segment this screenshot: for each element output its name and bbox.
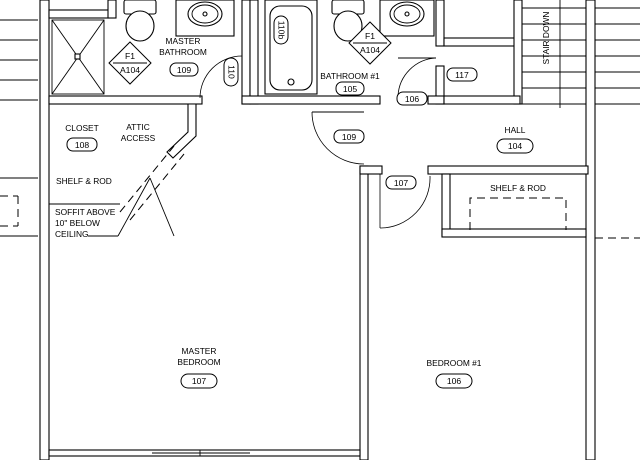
- svg-text:105: 105: [343, 84, 358, 94]
- door-tag-110: 110: [223, 57, 239, 87]
- wall-closet-angled: [166, 103, 197, 159]
- sink-master: [175, 0, 235, 37]
- svg-text:F1: F1: [125, 51, 135, 61]
- wall-closet2-left: [441, 173, 451, 237]
- bathtub: [264, 0, 318, 95]
- wall-bath1-bottom-right: [427, 95, 445, 105]
- wall-bath1-left: [249, 0, 259, 105]
- door-tag-109: 109: [333, 129, 365, 144]
- svg-text:10" BELOW: 10" BELOW: [55, 218, 100, 228]
- room-tag-master-bedroom: MASTER BEDROOM 107: [177, 346, 221, 389]
- room-tag-hall: HALL 104: [496, 125, 534, 154]
- wall-bedroom1-top: [427, 165, 589, 175]
- svg-text:BEDROOM: BEDROOM: [177, 357, 220, 367]
- svg-text:MASTER: MASTER: [166, 36, 201, 46]
- wall-left-exterior: [39, 0, 50, 460]
- wall-master-bath-right: [241, 0, 251, 105]
- wall-shower-top: [48, 9, 110, 19]
- wall-117-bottom: [443, 95, 521, 105]
- window-bottom: [152, 449, 250, 457]
- svg-text:A104: A104: [360, 45, 380, 55]
- stair-treads-left-lower: [0, 177, 38, 237]
- svg-text:F1: F1: [365, 31, 375, 41]
- svg-text:HALL: HALL: [505, 125, 526, 135]
- stair-treads-right: [520, 0, 640, 108]
- wall-117-top: [443, 37, 517, 47]
- svg-text:108: 108: [75, 140, 90, 150]
- svg-text:SOFFIT ABOVE: SOFFIT ABOVE: [55, 207, 116, 217]
- wall-shower-right: [107, 0, 117, 19]
- note-shelf-rod-bedroom: SHELF & ROD: [490, 183, 546, 193]
- door-106-swing: [397, 57, 437, 97]
- wall-bath-bottom-center: [241, 95, 381, 105]
- door-109-swing: [311, 111, 365, 165]
- svg-text:104: 104: [508, 141, 523, 151]
- shower-stall: [51, 19, 105, 95]
- svg-text:106: 106: [447, 376, 462, 386]
- dashed-opening-left: [0, 195, 19, 227]
- soffit-leader: [88, 177, 175, 237]
- wall-right-exterior: [585, 0, 596, 460]
- closet-rod-bedroom1: [469, 197, 567, 230]
- door-110-swing: [199, 55, 243, 99]
- toilet-bath1: [331, 0, 365, 42]
- svg-text:BEDROOM #1: BEDROOM #1: [427, 358, 482, 368]
- room-tag-bedroom-1: BEDROOM #1 106: [427, 358, 482, 389]
- svg-text:106: 106: [405, 94, 420, 104]
- stair-treads-left: [0, 19, 38, 101]
- svg-text:MASTER: MASTER: [182, 346, 217, 356]
- svg-text:ATTIC: ATTIC: [126, 122, 150, 132]
- wall-closet2-bottom: [441, 228, 587, 238]
- door-107-swing: [379, 174, 431, 229]
- svg-text:110b: 110b: [277, 21, 287, 40]
- door-tag-107: 107: [385, 175, 417, 190]
- closet-rod-108: [119, 145, 185, 221]
- svg-text:109: 109: [177, 65, 192, 75]
- room-tag-bathroom-1: BATHROOM #1 105: [320, 71, 380, 96]
- svg-text:A104: A104: [120, 65, 140, 75]
- wall-117-right: [513, 0, 523, 105]
- detail-marker-left: F1 A104: [108, 41, 152, 85]
- svg-text:110: 110: [227, 65, 237, 79]
- svg-text:117: 117: [455, 70, 469, 80]
- svg-text:BATHROOM #1: BATHROOM #1: [320, 71, 380, 81]
- wall-bath-bottom-left: [48, 95, 203, 105]
- svg-text:ACCESS: ACCESS: [121, 133, 156, 143]
- svg-text:BATHROOM: BATHROOM: [159, 47, 207, 57]
- note-shelf-rod-closet: SHELF & ROD: [56, 176, 112, 186]
- door-tag-110b: 110b: [273, 15, 289, 45]
- wall-bath1-right: [435, 0, 445, 47]
- svg-text:CEILING: CEILING: [55, 229, 89, 239]
- attic-access-label: ATTIC ACCESS: [121, 122, 156, 143]
- note-soffit: SOFFIT ABOVE 10" BELOW CEILING: [55, 207, 116, 239]
- svg-text:107: 107: [394, 178, 409, 188]
- detail-marker-right: F1 A104: [348, 21, 392, 65]
- toilet-master: [123, 0, 157, 42]
- door-tag-117: 117: [446, 67, 478, 82]
- svg-text:CLOSET: CLOSET: [65, 123, 99, 133]
- room-tag-master-bathroom: MASTER BATHROOM 109: [159, 36, 207, 77]
- svg-text:109: 109: [342, 132, 357, 142]
- sink-bath1: [379, 0, 435, 37]
- wall-bedroom-top-left: [359, 165, 369, 460]
- svg-text:107: 107: [192, 376, 207, 386]
- door-tag-106: 106: [396, 91, 428, 106]
- room-tag-closet: CLOSET 108: [65, 123, 99, 152]
- note-stair-down: STAIR DOWN: [541, 12, 551, 65]
- wall-bedroom-top-mid: [359, 165, 383, 175]
